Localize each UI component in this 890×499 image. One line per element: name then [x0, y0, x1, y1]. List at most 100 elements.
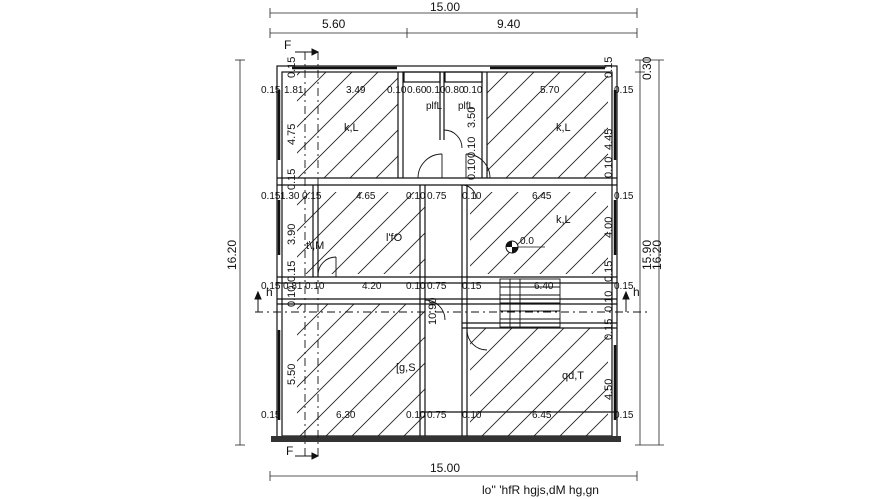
hatch-line [510, 40, 890, 460]
hatch-line [0, 40, 150, 460]
dimension-label: 0.60 [407, 85, 427, 96]
hatch-line [297, 72, 379, 154]
hatch-line [0, 40, 228, 460]
dimension-label: 0.15 [614, 410, 634, 421]
vertical-dimension-label: 0.10 [286, 286, 298, 307]
hatch-line [692, 40, 890, 460]
vertical-dimension-label: 0.15 [286, 57, 298, 78]
hatch-line [536, 40, 890, 460]
hatch-line [0, 40, 202, 460]
hatch-line [874, 40, 890, 460]
hatch-line [297, 304, 407, 414]
dimension-label: 0.15 [614, 85, 634, 96]
vertical-dimension-label: 0.10 [466, 159, 478, 180]
hatch-line [470, 328, 565, 423]
hatch-line [718, 40, 890, 460]
hatch-line [484, 40, 890, 460]
hatch-line [383, 232, 425, 274]
hatch-line [559, 387, 608, 436]
hatch-line [0, 40, 72, 460]
hatch-line [666, 40, 890, 460]
hatch-line [0, 40, 306, 460]
hatch-line [0, 40, 20, 460]
hatch-line [297, 77, 398, 178]
hatch-line [640, 40, 890, 460]
hatch-line [510, 40, 890, 460]
hatch-line [588, 40, 890, 460]
hatch-line [0, 40, 228, 460]
dimension-label: 6.40 [534, 281, 554, 292]
hatch-line [640, 40, 890, 460]
hatch-line [640, 40, 890, 460]
hatch-line [770, 40, 890, 460]
hatch-line [744, 40, 890, 460]
level-mark-label: 0.0 [520, 236, 534, 247]
hatch-line [536, 40, 890, 460]
dimension-label: 5.70 [540, 85, 560, 96]
hatch-line [539, 205, 608, 274]
hatch-line [297, 72, 353, 128]
hatch-line [0, 40, 202, 460]
hatch-line [796, 40, 890, 460]
hatch-line [0, 40, 384, 460]
hatch-line [692, 40, 890, 460]
hatch-line [666, 40, 890, 460]
vertical-dimension-label: 0.10 [603, 157, 615, 178]
hatch-line [640, 40, 890, 460]
hatch-line [666, 40, 890, 460]
hatch-line [0, 40, 254, 460]
hatch-line [718, 40, 890, 460]
hatch-line [531, 101, 608, 178]
right-dimension-lines [635, 59, 664, 446]
hatch-line [0, 40, 98, 460]
hatch-line [0, 40, 46, 460]
hatch-line [507, 335, 608, 436]
dimension-label: 4.20 [362, 281, 382, 292]
hatch-line [536, 40, 890, 460]
hatch-line [357, 206, 425, 274]
hatch-line [297, 192, 311, 206]
hatch-line [42, 40, 462, 460]
hatch-line [848, 40, 890, 460]
vertical-dimension-label: 3.90 [286, 224, 298, 245]
hatch-line [666, 40, 890, 460]
hatch-line [848, 40, 890, 460]
hatch-line [770, 40, 890, 460]
hatch-line [0, 40, 176, 460]
hatch-line [718, 40, 890, 460]
left-dimension-line [235, 59, 245, 446]
hatch-line [744, 40, 890, 460]
dimension-label: 0.15 [261, 85, 281, 96]
hatch-line [0, 40, 150, 460]
room-label: plfL [426, 101, 443, 112]
hatch-line [0, 40, 228, 460]
vertical-dimension-label: 0.15 [603, 319, 615, 340]
dimension-labels: 0.15 1.81 3.49 0.10 0.60 0.10 0.80 0.10 … [261, 85, 634, 421]
vertical-dimension-label: 10.90 [427, 297, 439, 325]
hatch-line [351, 362, 425, 436]
left-span-dim: 5.60 [322, 17, 346, 31]
hatch-line [822, 40, 890, 460]
hatch-line [0, 40, 124, 460]
hatch-line [0, 40, 46, 460]
hatch-line [0, 40, 20, 460]
dimension-label: 0.10 [463, 85, 483, 96]
hatch-line [0, 40, 176, 460]
hatch-line [0, 40, 254, 460]
hatch-line [0, 40, 410, 460]
hatch-line [848, 40, 890, 460]
vertical-dimension-label: 0.10 [466, 137, 478, 158]
hatch-line [588, 40, 890, 460]
section-mark-bottom: F [286, 444, 293, 458]
hatch-line [0, 40, 306, 460]
dimension-label: 0.10 [406, 281, 426, 292]
hatch-line [0, 40, 384, 460]
hatch-line [0, 40, 410, 460]
section-arrows [254, 48, 630, 460]
hatch-line [0, 40, 228, 460]
hatch-line [744, 40, 890, 460]
hatch-line [848, 40, 890, 460]
room-label: t\,M [306, 240, 324, 252]
hatch-line [377, 388, 425, 436]
hatch-line [770, 40, 890, 460]
